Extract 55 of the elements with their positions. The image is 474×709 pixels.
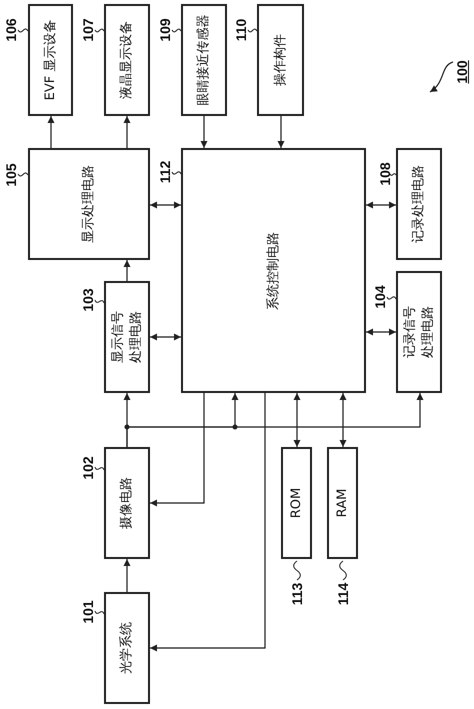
block-box xyxy=(181,4,227,116)
block-box xyxy=(396,271,442,393)
block-label: 显示处理电路 xyxy=(80,164,98,245)
reference-number: 114 xyxy=(336,582,350,606)
reference-number: 102 xyxy=(81,456,95,480)
block-box xyxy=(28,4,73,116)
reference-number: 103 xyxy=(81,288,95,312)
arrow xyxy=(200,116,208,148)
arrow xyxy=(124,260,130,281)
arrow xyxy=(366,328,396,336)
block-label: EVF 显示设备 xyxy=(42,18,59,102)
reference-number: 104 xyxy=(373,285,387,309)
arrow xyxy=(150,334,181,340)
block-label: 光学系统 xyxy=(118,621,136,676)
block-box xyxy=(281,447,312,559)
arrow xyxy=(366,202,396,208)
block-label: 记录处理电路 xyxy=(410,164,428,245)
block-box xyxy=(104,592,150,704)
figure-number: 100 xyxy=(455,60,469,84)
block-box xyxy=(104,281,150,393)
arrow xyxy=(126,393,424,447)
arrow xyxy=(278,116,284,148)
arrow xyxy=(150,202,181,208)
block-label: 操作构件 xyxy=(272,33,289,88)
block-box xyxy=(396,148,442,260)
block-label: 系统控制电路 xyxy=(264,230,282,312)
arrow xyxy=(294,393,300,447)
block-label: 眼睛接近传感器 xyxy=(195,14,212,108)
block-label: 液晶显示设备 xyxy=(118,20,136,101)
arrow xyxy=(150,393,266,652)
arrow xyxy=(124,559,130,592)
block-box xyxy=(104,4,150,116)
reference-number: 108 xyxy=(378,162,392,186)
reference-number: 106 xyxy=(4,18,18,42)
reference-number: 109 xyxy=(158,18,172,42)
reference-number: 112 xyxy=(158,160,172,184)
reference-number: 101 xyxy=(81,600,95,624)
reference-number: 105 xyxy=(4,163,18,187)
block-label: 摄像电路 xyxy=(118,476,136,531)
reference-number: 107 xyxy=(81,18,95,42)
reference-number: 110 xyxy=(234,18,248,42)
block-label: ROM xyxy=(288,486,305,520)
block-box xyxy=(181,148,366,393)
reference-number: 113 xyxy=(290,582,304,606)
block-label: 显示信号处理电路 xyxy=(109,310,144,365)
arrow xyxy=(124,116,130,148)
arrow xyxy=(340,393,346,447)
block-box xyxy=(327,447,358,559)
block-label: RAM xyxy=(334,488,351,520)
arrow xyxy=(48,116,54,148)
block-box xyxy=(257,4,304,116)
block-label: 记录信号处理电路 xyxy=(401,305,436,360)
block-box xyxy=(28,148,150,260)
arrow xyxy=(150,393,205,506)
block-box xyxy=(104,447,150,559)
